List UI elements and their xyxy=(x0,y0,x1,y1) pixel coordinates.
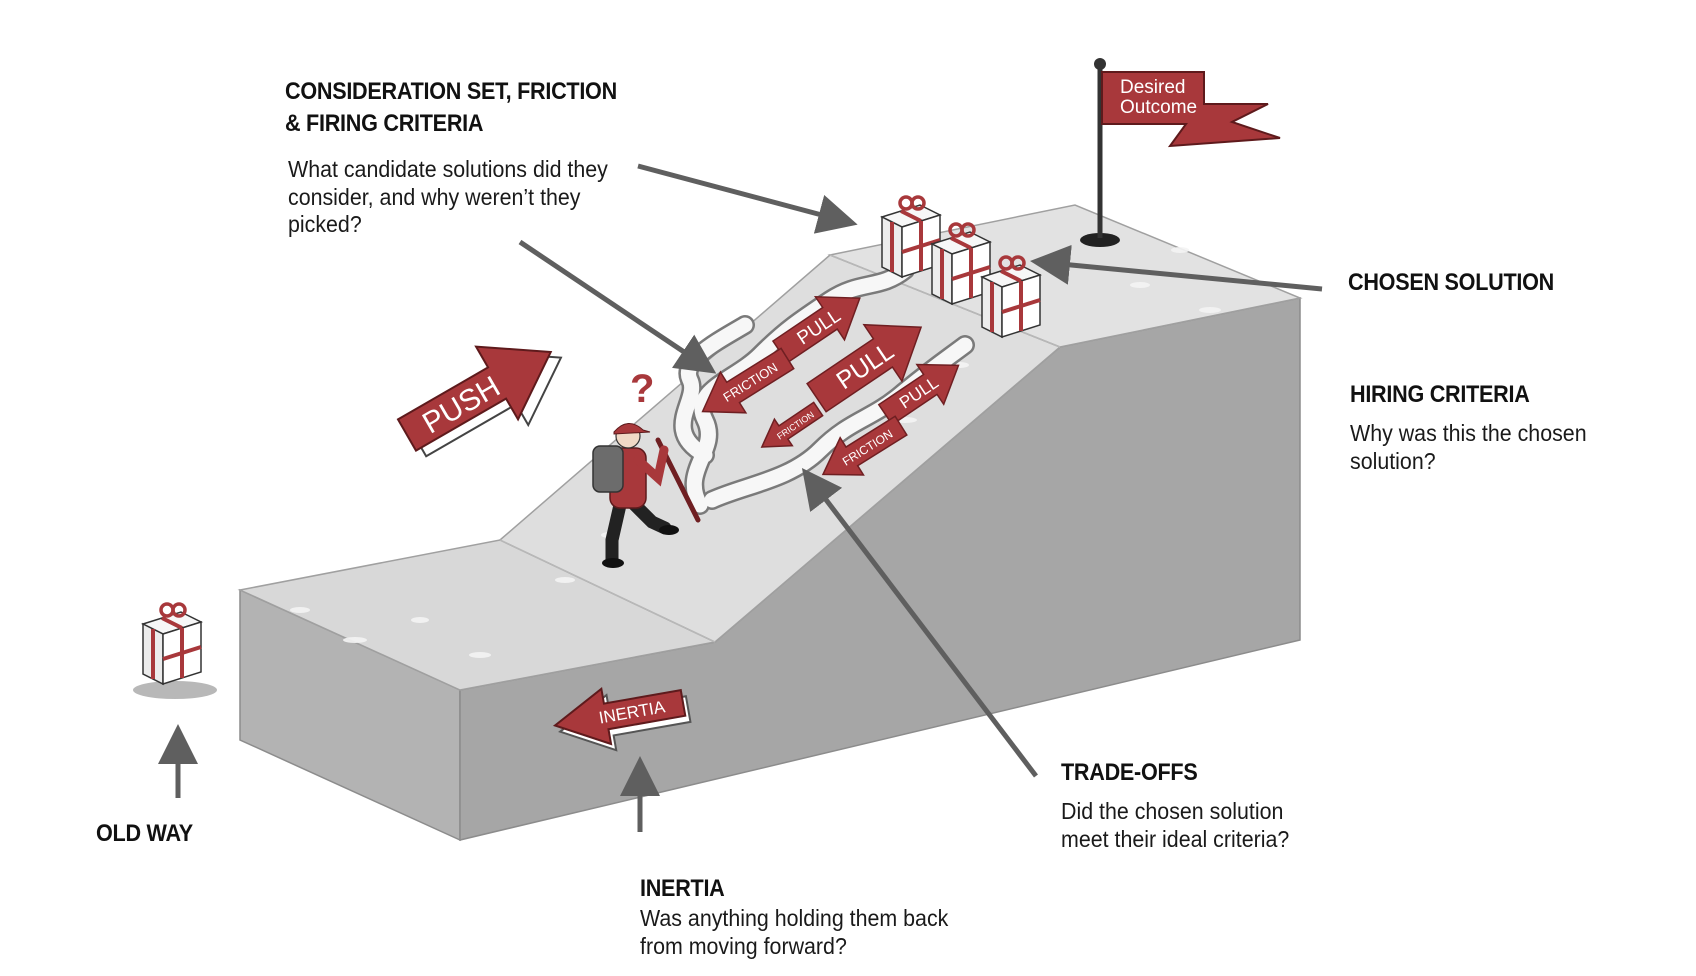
hill-block xyxy=(237,204,1303,842)
inertia-title: INERTIA xyxy=(640,875,725,902)
pointer-chosen-solution xyxy=(1030,244,1323,292)
consideration-body: What candidate solutions did they consid… xyxy=(288,156,608,238)
gift-chosen-solution-3 xyxy=(980,255,1042,339)
pointer-consideration-to-friction xyxy=(518,239,717,374)
flag-line-2: Outcome xyxy=(1120,97,1197,118)
hiker: ? xyxy=(592,367,701,568)
desired-outcome-flag: Desired Outcome xyxy=(1080,58,1281,247)
flag-line-1: Desired xyxy=(1120,77,1185,98)
consideration-title-line1: CONSIDERATION SET, FRICTION xyxy=(285,78,617,105)
push-arrow: PUSH xyxy=(396,345,563,458)
hiring-criteria-body: Why was this the chosen solution? xyxy=(1350,420,1587,474)
inertia-body: Was anything holding them back from movi… xyxy=(640,905,949,959)
pointer-arrows xyxy=(158,163,1323,832)
gift-chosen-solution-1 xyxy=(880,195,942,279)
old-way-title: OLD WAY xyxy=(96,820,193,847)
consideration-title-line2: & FIRING CRITERIA xyxy=(285,110,484,137)
pointer-consideration-to-gifts xyxy=(637,163,858,234)
hiring-criteria-title: HIRING CRITERIA xyxy=(1350,381,1530,408)
trade-offs-body: Did the chosen solution meet their ideal… xyxy=(1061,798,1290,852)
inertia-arrow: INERTIA xyxy=(552,687,692,752)
question-mark: ? xyxy=(630,367,654,411)
pointer-trade-offs xyxy=(801,468,1038,778)
trade-offs-title: TRADE-OFFS xyxy=(1061,759,1198,786)
gift-old-way xyxy=(133,602,217,699)
chosen-solution-title: CHOSEN SOLUTION xyxy=(1348,269,1554,296)
